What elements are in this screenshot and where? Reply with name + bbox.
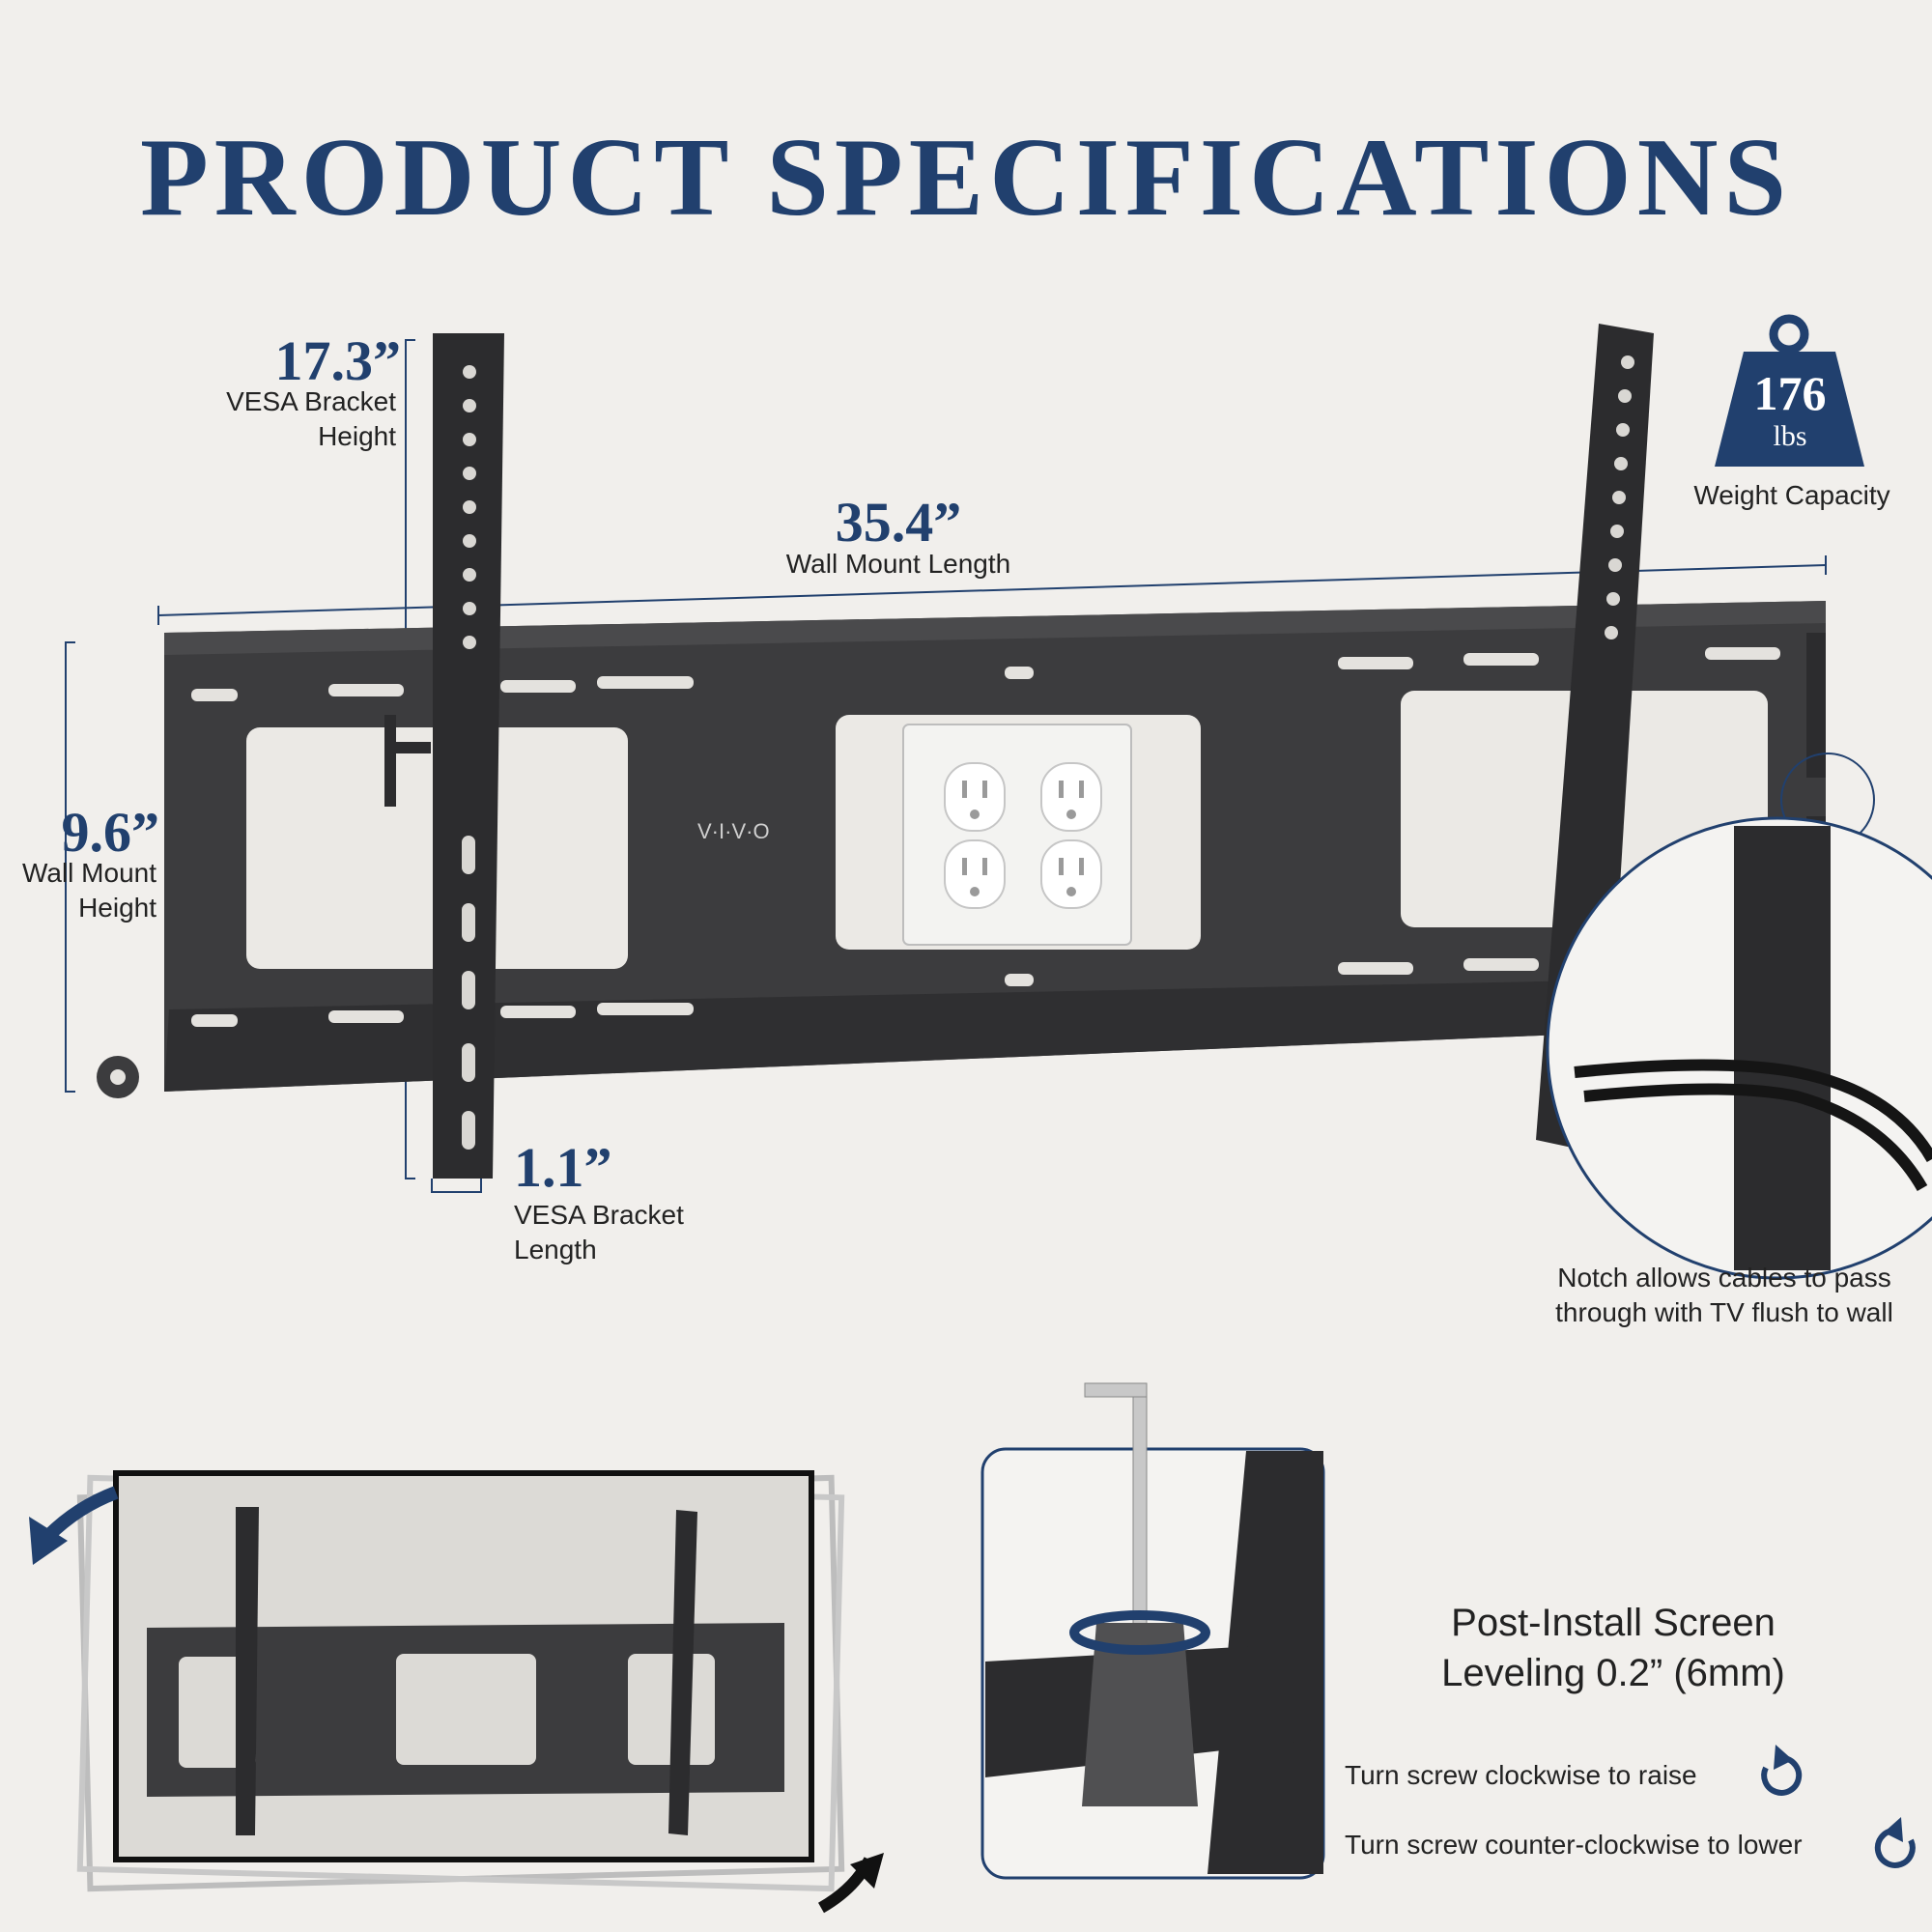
left-vesa-bracket xyxy=(384,333,504,1179)
rotate-counterclockwise-icon xyxy=(1874,1817,1916,1868)
vesa-height-label-1: VESA Bracket xyxy=(226,386,396,416)
leveling-closeup xyxy=(980,1382,1325,1880)
page-title: PRODUCT SPECIFICATIONS xyxy=(139,116,1793,240)
wall-height-label-1: Wall Mount xyxy=(21,858,156,888)
leveling-lower: Turn screw counter-clockwise to lower xyxy=(1345,1830,1803,1860)
notch-zoom-circle xyxy=(1546,816,1932,1280)
wall-height-label-2: Height xyxy=(78,893,156,923)
leveling-title-2: Leveling 0.2” (6mm) xyxy=(1441,1652,1785,1694)
leveling-title-1: Post-Install Screen xyxy=(1451,1602,1776,1644)
weight-value: 176 xyxy=(1753,366,1827,420)
vesa-length-value: 1.1” xyxy=(514,1136,612,1199)
notch-caption-2: through with TV flush to wall xyxy=(1555,1297,1893,1327)
brand-logo: V·I·V·O xyxy=(697,819,770,843)
tilt-illustration xyxy=(29,1470,884,1914)
notch-caption-1: Notch allows cables to pass xyxy=(1557,1263,1891,1293)
weight-unit: lbs xyxy=(1773,420,1807,452)
vesa-length-label-1: VESA Bracket xyxy=(514,1200,684,1230)
leveling-raise: Turn screw clockwise to raise xyxy=(1345,1760,1697,1790)
wall-length-value: 35.4” xyxy=(835,491,962,554)
vesa-length-label-2: Length xyxy=(514,1235,597,1264)
wall-height-value: 9.6” xyxy=(61,801,160,864)
vesa-height-value: 17.3” xyxy=(274,329,402,392)
outlet-cover xyxy=(902,724,1132,946)
weight-label: Weight Capacity xyxy=(1693,480,1890,510)
weight-icon xyxy=(1715,314,1864,467)
wall-length-label: Wall Mount Length xyxy=(785,549,1011,579)
rotate-clockwise-icon xyxy=(1761,1745,1803,1796)
vesa-height-label-2: Height xyxy=(318,421,396,451)
